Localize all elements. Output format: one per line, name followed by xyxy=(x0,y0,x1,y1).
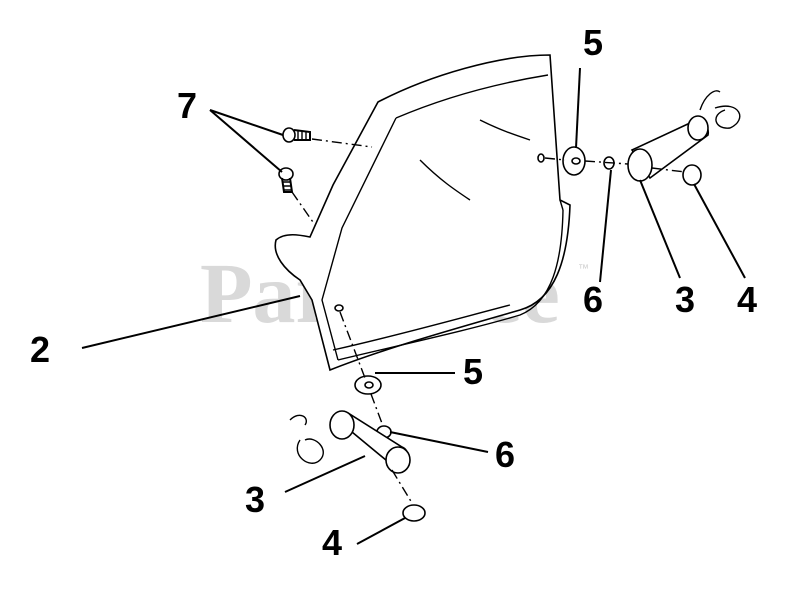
callout-7: 7 xyxy=(177,85,197,126)
watermark-tm: ™ xyxy=(578,263,589,275)
callout-4-bottom: 4 xyxy=(322,522,342,563)
seat-part-2 xyxy=(274,54,571,372)
callout-6-bottom: 6 xyxy=(495,434,515,475)
callout-6-right: 6 xyxy=(583,279,603,320)
callout-5-top: 5 xyxy=(583,22,603,63)
callout-5-middle: 5 xyxy=(463,351,483,392)
callout-3-bottom: 3 xyxy=(245,479,265,520)
bolts-part-7 xyxy=(278,127,311,193)
alignment-lines xyxy=(291,138,686,504)
callout-2: 2 xyxy=(30,329,50,370)
leader-lines xyxy=(81,67,746,545)
knob-part-4-bottom xyxy=(402,504,426,522)
bottom-slide-assembly xyxy=(289,375,426,522)
callout-4-right: 4 xyxy=(737,279,757,320)
callouts: 7 2 5 6 3 4 5 6 3 4 xyxy=(30,22,757,563)
callout-3-right: 3 xyxy=(675,279,695,320)
right-slide-assembly xyxy=(562,90,741,186)
knob-part-4-right xyxy=(682,164,702,186)
